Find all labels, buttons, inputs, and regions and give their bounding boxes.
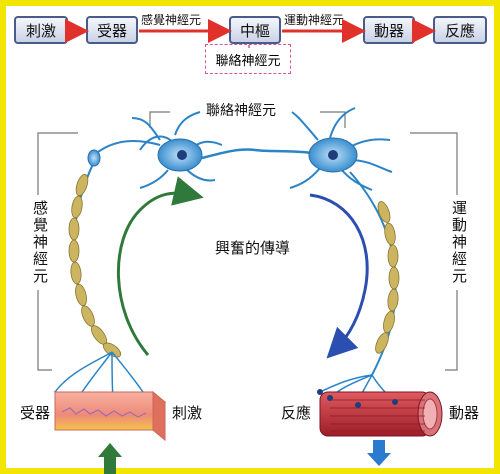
flow-stimulus-text: 刺激 [25, 21, 56, 40]
flow-center-box: 中樞 [229, 16, 281, 44]
effector-muscle [317, 389, 443, 437]
interneurons [131, 107, 393, 191]
stimulus-arrow [98, 443, 122, 474]
flow-interneuron-box: 聯絡神經元 [205, 44, 291, 74]
flow-effector-box: 動器 [363, 16, 415, 44]
stimulus-label: 刺激 [172, 404, 203, 422]
flow-response-box: 反應 [433, 16, 487, 44]
bracket-lines [37, 111, 458, 371]
motor-neuron-label: 運動神經元 [449, 200, 470, 285]
receptor-label: 受器 [20, 404, 51, 422]
response-label: 反應 [281, 404, 312, 422]
motor-neuron [319, 171, 400, 406]
flow-motor-label: 運動神經元 [284, 13, 345, 27]
flow-receptor-text: 受器 [96, 21, 127, 40]
blue-conduction-arrow [309, 193, 369, 359]
flow-arrows [65, 19, 436, 48]
flow-effector-text: 動器 [373, 21, 404, 40]
sensory-neuron [54, 140, 161, 399]
flow-receptor-box: 受器 [86, 16, 138, 44]
green-conduction-arrow [117, 176, 204, 356]
flow-sensory-label: 感覺神經元 [141, 13, 202, 27]
sensory-neuron-label: 感覺神經元 [30, 200, 51, 285]
flow-stimulus-box: 刺激 [14, 16, 68, 44]
flow-center-text: 中樞 [239, 21, 270, 40]
effector-label: 動器 [449, 404, 480, 422]
response-arrow [367, 440, 391, 466]
flow-interneuron-text: 聯絡神經元 [215, 53, 281, 69]
flow-response-text: 反應 [444, 21, 475, 40]
receptor-skin [53, 390, 167, 442]
interneuron-label: 聯絡神經元 [203, 100, 279, 120]
conduction-label: 興奮的傳導 [215, 239, 291, 257]
